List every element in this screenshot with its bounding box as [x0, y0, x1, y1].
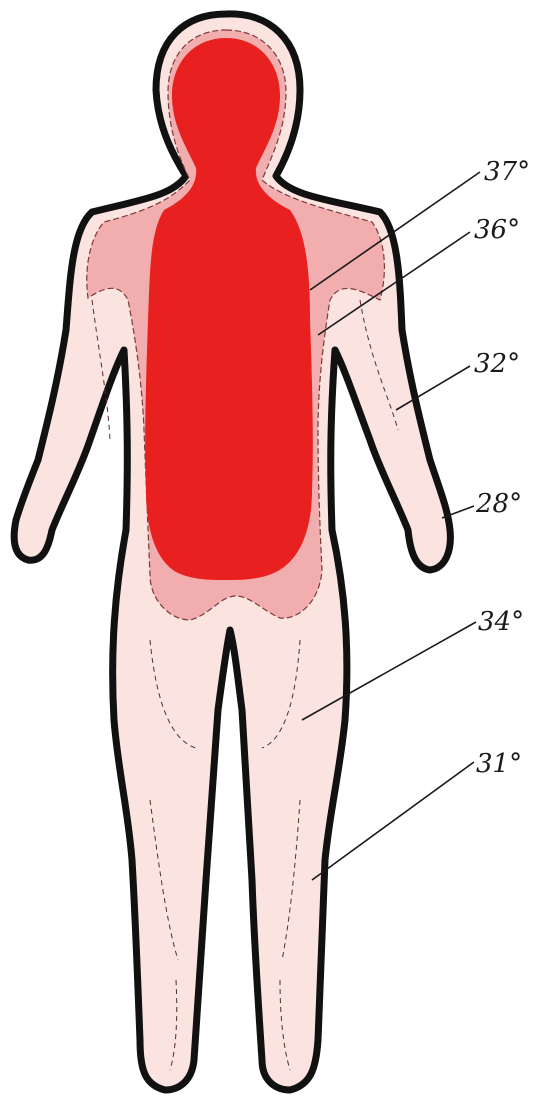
- label-28: 28°: [475, 489, 522, 519]
- label-32: 32°: [474, 349, 520, 379]
- label-37: 37°: [484, 157, 530, 187]
- label-36: 36°: [474, 215, 520, 245]
- label-34: 34°: [478, 607, 524, 637]
- label-31: 31°: [476, 749, 522, 779]
